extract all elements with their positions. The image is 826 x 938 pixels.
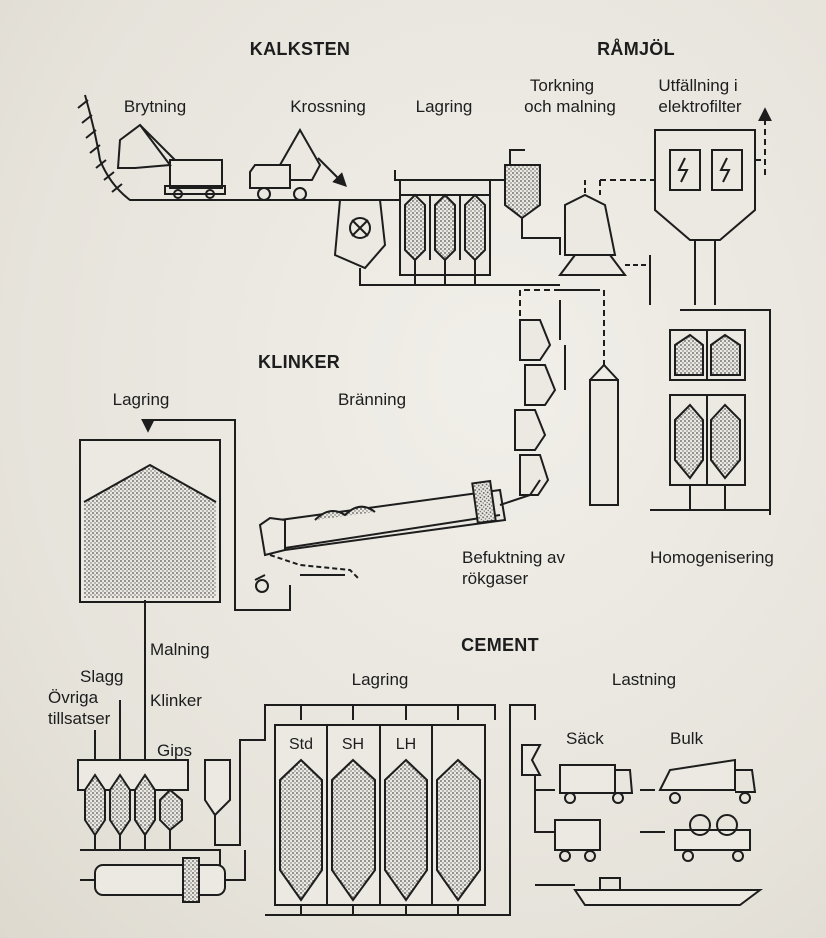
bulk-rail-wagon-icon [674,814,751,862]
label-cement-storage: Lagring [351,670,409,689]
drying-mill [504,164,650,276]
label-drying-1: Torkning [529,76,595,95]
label-clinker-input: Klinker [150,691,202,710]
cement-mill [80,704,496,903]
label-bulk: Bulk [670,729,704,748]
label-precipitation-1: Utfällning i [658,76,738,95]
label-precipitation-2: elektrofilter [658,97,742,116]
header-cement: CEMENT [461,635,539,655]
rotary-kiln [254,479,541,593]
electrofilter [599,107,772,305]
preheater-cyclones [514,289,619,506]
label-grinding: Malning [150,640,210,659]
sack-truck-icon [559,764,634,804]
label-quarrying: Brytning [123,97,187,116]
label-crushing: Krossning [290,97,366,116]
quarry-cliff [77,94,420,201]
additive-bins [77,600,221,870]
label-sack: Säck [566,729,604,748]
header-clinker: KLINKER [258,352,341,372]
silo-label-sh: SH [341,736,365,753]
label-drying-2: och malning [524,97,616,116]
header-limestone: KALKSTEN [249,39,351,59]
clinker-storage [79,418,291,611]
ship-icon [573,877,763,906]
bulk-truck-icon [658,758,757,804]
dump-truck-icon [249,127,322,201]
silo-label-std: Std [288,736,314,753]
homogenisation-silos [650,309,771,515]
label-gypsum: Gips [157,741,192,760]
header-raw-meal: RÅMJÖL [597,39,675,59]
cement-silos [265,704,536,916]
label-other-additives-2: tillsatser [48,709,111,728]
label-loading: Lastning [611,670,677,689]
label-burning: Bränning [337,390,407,409]
rail-wagon-icon [554,819,601,862]
loading-station [521,744,763,906]
label-slag: Slagg [80,667,124,686]
crusher-icon [317,157,400,286]
raw-storage-silos [394,149,560,286]
label-raw-storage: Lagring [415,97,473,116]
label-homogenising: Homogenisering [650,548,774,567]
label-clinker-storage: Lagring [112,390,170,409]
silo-label-lh: LH [395,736,417,753]
label-humidification-2: rökgaser [462,569,529,588]
label-humidification-1: Befuktning av [462,548,566,567]
label-other-additives-1: Övriga [48,688,99,707]
excavator-icon [116,123,226,199]
